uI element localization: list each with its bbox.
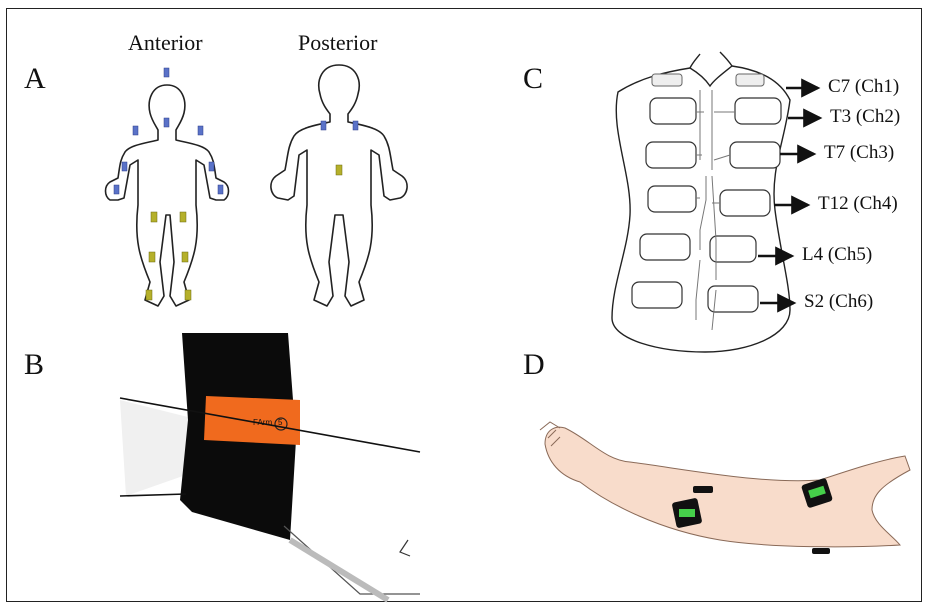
forearm-band-illustration — [120, 333, 420, 600]
channel-label-s2: S2 (Ch6) — [804, 291, 873, 313]
anterior-lower-sensors — [146, 212, 191, 300]
channel-label-t3: T3 (Ch2) — [830, 106, 900, 128]
band-label: FArm — [253, 418, 272, 427]
arm-illustration — [540, 422, 910, 554]
posterior-sensors — [321, 121, 358, 175]
channel-label-t7: T7 (Ch3) — [824, 142, 894, 164]
electrode-pads — [632, 98, 781, 312]
channel-label-c7: C7 (Ch1) — [828, 76, 899, 98]
channel-label-l4: L4 (Ch5) — [802, 244, 872, 266]
band-number: 5 — [278, 418, 282, 427]
posterior-body-outline — [271, 65, 407, 306]
anterior-upper-sensors — [114, 68, 223, 194]
channel-label-t12: T12 (Ch4) — [818, 193, 898, 215]
